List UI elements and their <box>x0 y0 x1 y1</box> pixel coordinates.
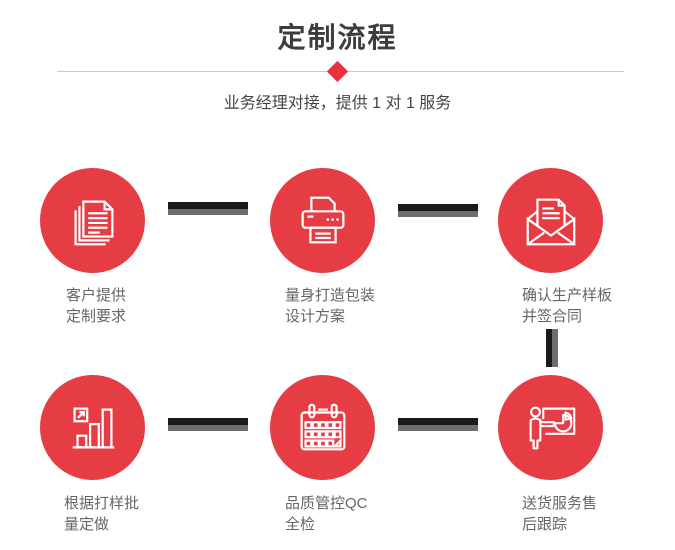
step-circle-1 <box>40 168 145 273</box>
step-label-3: 确认生产样板 并签合同 <box>522 285 612 327</box>
step-circle-4 <box>40 375 145 480</box>
connector-step5-step6 <box>398 418 478 431</box>
step-label-line: 品质管控QC <box>285 495 368 512</box>
connector-step3-step6 <box>546 329 558 367</box>
step-label-line: 根据打样批 <box>64 495 140 512</box>
step-circle-2 <box>270 168 375 273</box>
documents-icon <box>62 190 124 252</box>
connector-step2-step3 <box>398 204 478 217</box>
step-label-2: 量身打造包装 设计方案 <box>285 285 375 327</box>
step-label-4: 根据打样批 量定做 <box>64 493 139 535</box>
step-circle-5 <box>270 375 375 480</box>
step-label-1: 客户提供 定制要求 <box>66 285 126 327</box>
step-label-line: 定制要求 <box>66 308 127 325</box>
step-label-line: 全检 <box>285 516 316 533</box>
step-label-line: 量定做 <box>64 516 110 533</box>
subtitle: 业务经理对接，提供 1 对 1 服务 <box>223 95 452 112</box>
step-label-5: 品质管控QC 全检 <box>285 493 368 535</box>
diamond-icon <box>326 60 349 83</box>
step-circle-6 <box>498 375 603 480</box>
step-label-6: 送货服务售 后跟踪 <box>522 493 597 535</box>
step-label-line: 送货服务售 <box>522 495 598 512</box>
page-title: 定制流程 <box>277 22 398 53</box>
step-label-line: 并签合同 <box>522 308 583 325</box>
presentation-icon <box>520 397 582 459</box>
step-label-line: 设计方案 <box>285 308 346 325</box>
printer-icon <box>292 190 354 252</box>
step-circle-3 <box>498 168 603 273</box>
step-label-line: 确认生产样板 <box>522 287 613 304</box>
step-label-line: 量身打造包装 <box>285 287 376 304</box>
bar-chart-icon <box>62 397 124 459</box>
step-label-line: 客户提供 <box>66 287 127 304</box>
connector-step4-step5 <box>168 418 248 431</box>
calendar-icon <box>292 397 354 459</box>
step-label-line: 后跟踪 <box>522 516 568 533</box>
connector-step1-step2 <box>168 202 248 215</box>
envelope-icon <box>520 190 582 252</box>
